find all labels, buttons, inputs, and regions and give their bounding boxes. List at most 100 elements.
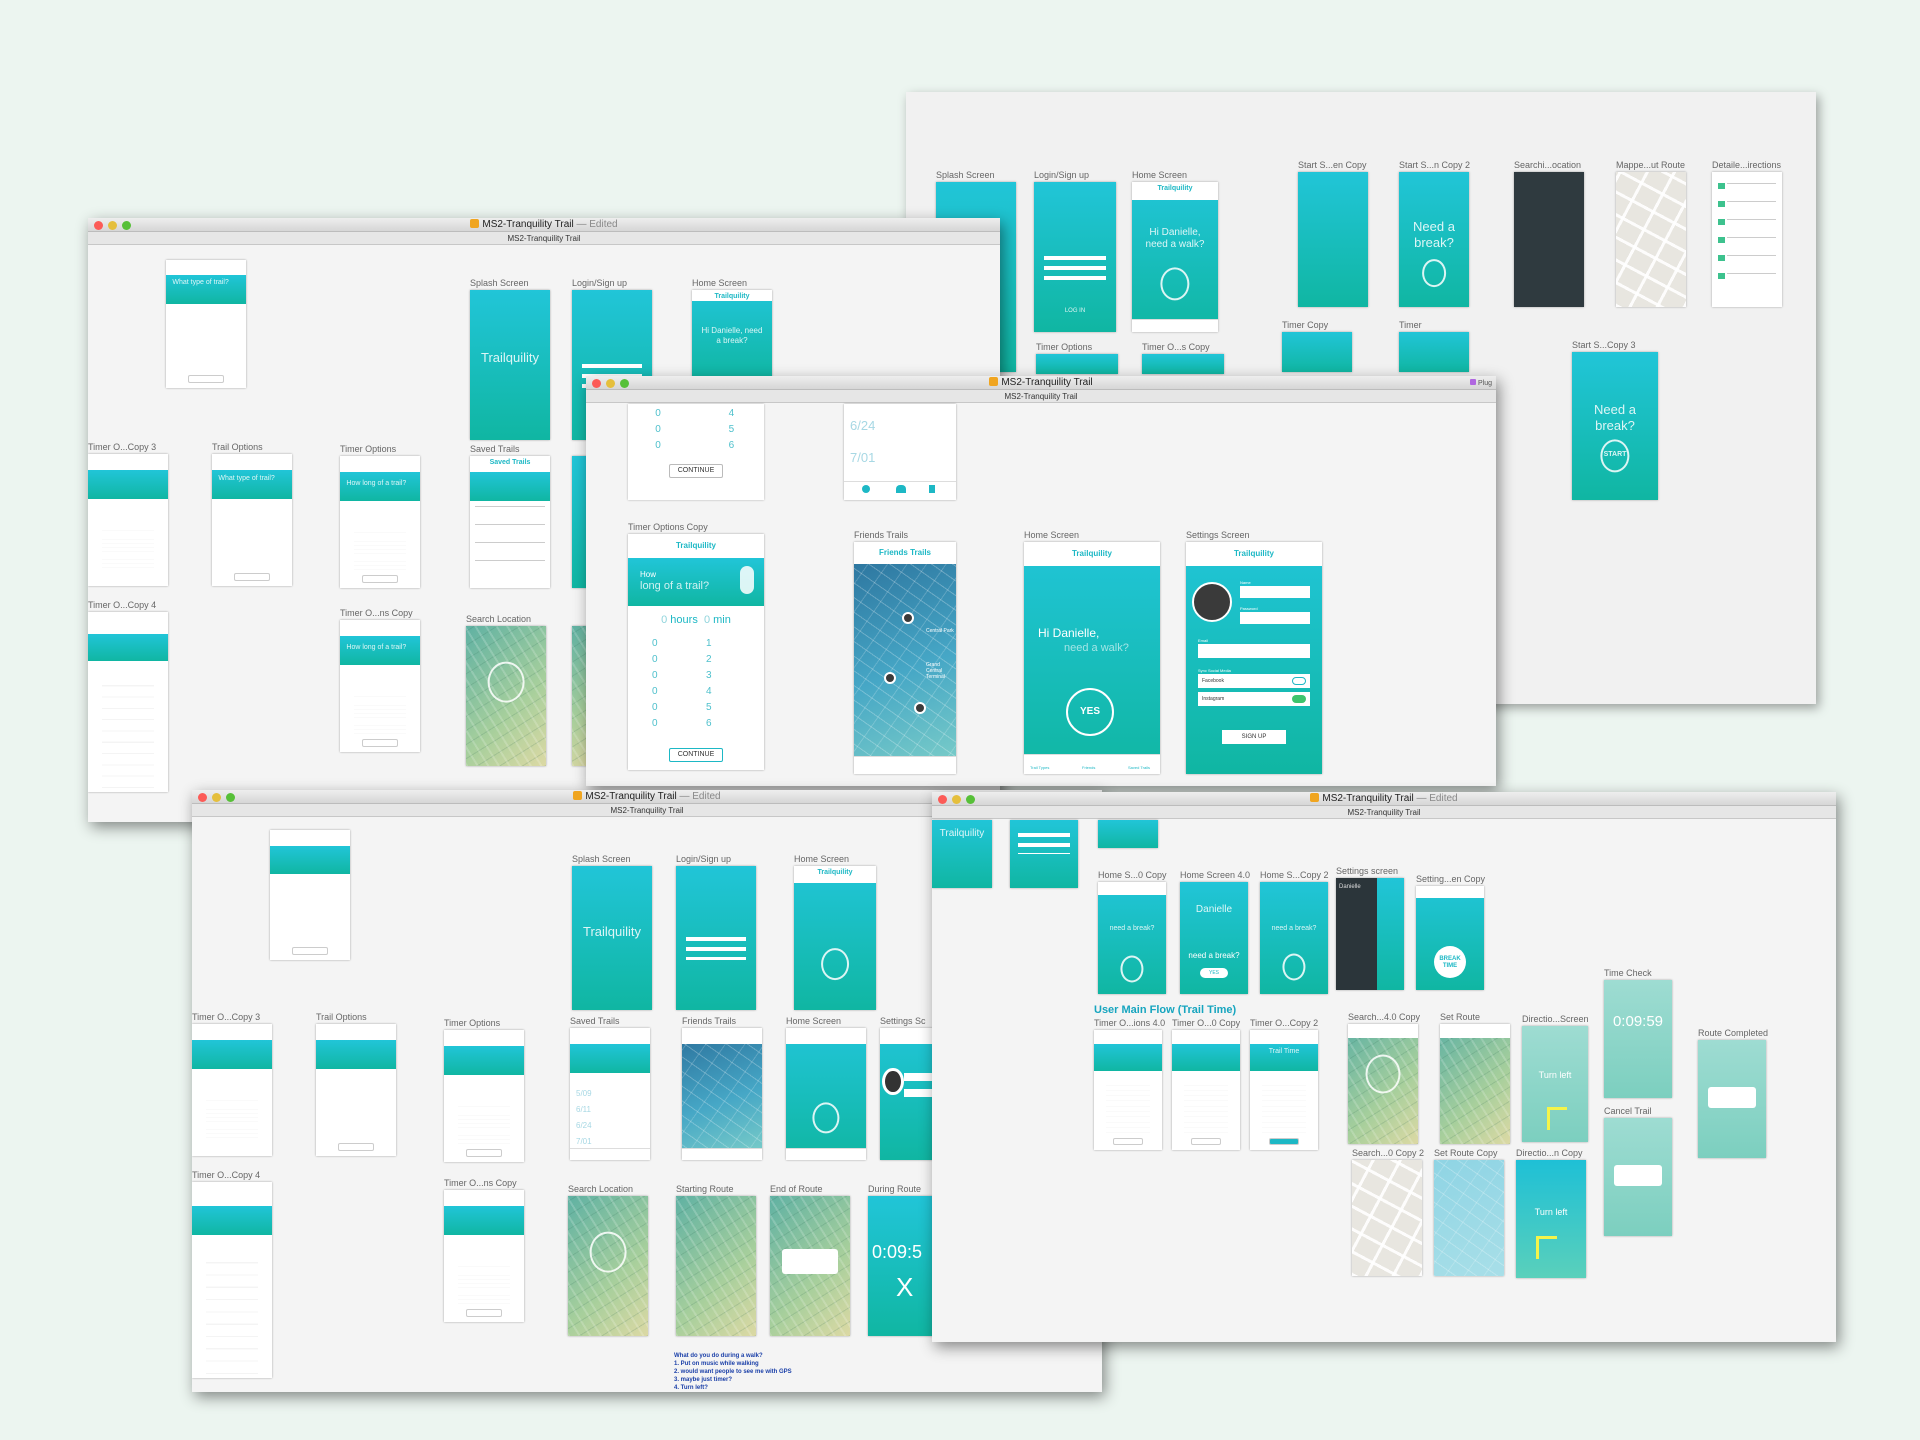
artboard-timer-copy-3[interactable]: Timer O...Copy 3 [88, 442, 168, 586]
artboard-timer-options-copy[interactable]: Timer O...ns Copy [444, 1178, 524, 1322]
facebook-toggle[interactable]: Facebook [1198, 674, 1310, 688]
user-avatar[interactable] [884, 672, 896, 684]
artboard-starting-route[interactable]: Starting Route [676, 1184, 756, 1336]
zoom-button[interactable] [122, 221, 131, 230]
artboard-splash-partial[interactable]: Trailquility [932, 820, 992, 888]
artboard-search-location[interactable]: Searchi...ocation [1514, 160, 1584, 307]
artboard-trail-options-top[interactable] [270, 830, 350, 960]
artboard-partial-2[interactable] [572, 626, 588, 766]
artboard-end-of-route[interactable]: End of Route [770, 1184, 850, 1336]
cancel-x-button[interactable]: X [896, 1272, 914, 1302]
artboard-friends-trails[interactable]: Friends Trails Friends Trails Central Pa… [854, 530, 956, 774]
instagram-toggle[interactable]: Instagram [1198, 692, 1310, 706]
artboard-login-partial[interactable] [1010, 820, 1078, 888]
minimize-button[interactable] [952, 795, 961, 804]
completed-dialog[interactable] [1708, 1087, 1756, 1109]
minimize-button[interactable] [606, 379, 615, 388]
artboard-friends-trails[interactable]: Friends Trails [682, 1016, 762, 1160]
artboard-set-route[interactable]: Set Route [1440, 1012, 1510, 1144]
artboard-timer-copy-4[interactable]: Timer O...Copy 4 [192, 1170, 272, 1378]
artboard-mapped-route[interactable]: Mappe...ut Route [1616, 160, 1686, 307]
name-field[interactable] [1240, 586, 1310, 598]
artboard-timer-options-4[interactable]: Timer O...ions 4.0 [1094, 1018, 1165, 1150]
paw-icon[interactable] [861, 484, 870, 493]
artboard-home-screen[interactable]: Home Screen Trailquility Hi Danielle, ne… [1024, 530, 1160, 774]
close-button[interactable] [94, 221, 103, 230]
close-button[interactable] [592, 379, 601, 388]
artboard-trail-options-top[interactable]: What type of trail? [166, 260, 246, 388]
zoom-button[interactable] [966, 795, 975, 804]
password-field[interactable] [1240, 612, 1310, 624]
zoom-button[interactable] [620, 379, 629, 388]
minimize-button[interactable] [108, 221, 117, 230]
continue-button[interactable]: CONTINUE [668, 748, 724, 762]
email-field[interactable] [1198, 644, 1310, 658]
artboard-search-location[interactable]: Search Location [466, 614, 546, 766]
user-avatar[interactable] [902, 612, 914, 624]
artboard-home-2[interactable]: Home Screen [786, 1016, 866, 1160]
break-time-button[interactable]: BREAK TIME [1434, 946, 1466, 978]
plugins-menu[interactable]: Plug [1469, 377, 1492, 391]
artboard-settings-screen[interactable]: Settings Screen Trailquility Name Passwo… [1186, 530, 1322, 774]
artboard-timer-options-copy[interactable]: Timer O...s Copy [1142, 342, 1224, 374]
artboard-timer-options-copy[interactable]: Timer O...0 Copy [1172, 1018, 1240, 1150]
artboard-timer-copy-3[interactable]: Timer O...Copy 3 [192, 1012, 272, 1156]
artboard-settings[interactable]: Settings Sc [880, 1016, 940, 1160]
artboard-search-4-copy[interactable]: Search...4.0 Copy [1348, 1012, 1420, 1144]
minimize-button[interactable] [212, 793, 221, 802]
artboard-partial[interactable] [572, 456, 588, 588]
download-icon[interactable] [929, 484, 936, 493]
artboard-detailed-directions[interactable]: Detaile...irections [1712, 160, 1782, 307]
continue-button[interactable]: CONTINUE [668, 464, 724, 478]
avatar[interactable] [1192, 582, 1232, 622]
toggle-switch[interactable] [1292, 677, 1306, 685]
artboard-search-copy-2[interactable]: Search...0 Copy 2 [1352, 1148, 1424, 1276]
artboard-timer-options[interactable]: Timer Options [444, 1018, 524, 1162]
artboard-cancel-trail[interactable]: Cancel Trail [1604, 1106, 1672, 1236]
artboard-timer-options[interactable]: Timer Options [1036, 342, 1118, 374]
toggle-switch[interactable] [1292, 695, 1306, 703]
close-button[interactable] [198, 793, 207, 802]
close-button[interactable] [938, 795, 947, 804]
artboard-login[interactable]: Login/Sign up [676, 854, 756, 1010]
artboard-timer-copy-4[interactable]: Timer O...Copy 4 [88, 600, 168, 792]
zoom-button[interactable] [226, 793, 235, 802]
yes-button[interactable]: YES [1200, 968, 1228, 978]
artboard-timer[interactable]: Timer [1399, 320, 1469, 372]
user-avatar[interactable] [914, 702, 926, 714]
artboard-search-location[interactable]: Search Location [568, 1184, 648, 1336]
friends-icon[interactable] [895, 484, 906, 493]
artboard-timer-copy[interactable]: Timer Copy [1282, 320, 1352, 372]
yes-button[interactable]: YES [1066, 688, 1114, 736]
artboard-route-completed[interactable]: Route Completed [1698, 1028, 1768, 1158]
signup-button[interactable]: SIGN UP [1222, 730, 1286, 744]
artboard-start-copy[interactable]: Start S...en Copy [1298, 160, 1368, 307]
artboard-set-route-copy[interactable]: Set Route Copy [1434, 1148, 1504, 1276]
route-dialog[interactable] [782, 1249, 838, 1275]
artboard-home-partial[interactable] [1098, 820, 1158, 848]
